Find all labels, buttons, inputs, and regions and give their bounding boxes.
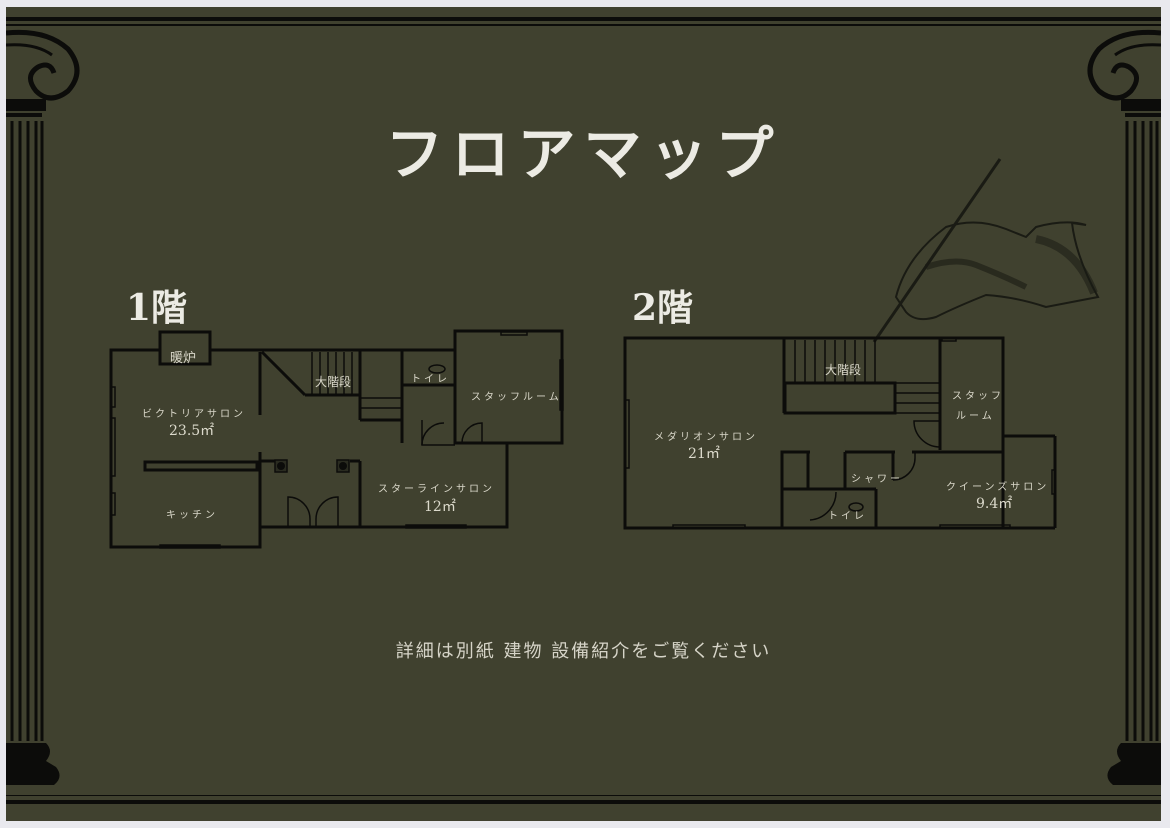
room-staff-room-2f-label-line2: ルーム [956,411,995,422]
room-shower-label: シャワー [851,474,903,485]
details-note: 詳細は別紙 建物 設備紹介をご覧ください [395,641,772,662]
bottom-border-rule [6,800,1161,804]
room-starline-salon-label: スターラインサロン [378,484,495,495]
room-medallion-salon-label: メダリオンサロン [654,432,758,443]
room-medallion-salon-area: 21㎡ [688,446,720,462]
room-queens-salon-area: 9.4㎡ [976,496,1013,512]
room-staff-room-1f-label: スタッフルーム [471,392,562,403]
room-toilet-2f-label: トイレ [828,511,867,522]
floor-plans-diagram [109,329,1057,549]
room-grand-staircase-2f-label: 大階段 [825,363,862,377]
room-grand-staircase-1f-label: 大階段 [315,375,352,389]
floor-map-page: フロアマップ 1階 2階 [6,7,1161,821]
floor-2-label: 2階 [632,287,694,329]
room-kitchen-label: キッチン [166,510,218,521]
room-starline-salon-area: 12㎡ [424,499,456,515]
room-staff-room-2f-label-line1: スタッフ [952,391,1004,402]
left-ionic-column-icon [6,29,80,785]
top-border-rule-thin [6,24,1161,26]
room-victorian-salon-area: 23.5㎡ [169,423,215,439]
floor-1-label: 1階 [126,287,188,329]
bottom-border-rule-thin [6,795,1161,796]
right-ionic-column-icon [1087,29,1161,785]
room-queens-salon-label: クイーンズサロン [946,482,1050,493]
room-victorian-salon-label: ビクトリアサロン [142,409,246,420]
page-title: フロアマップ [385,120,782,188]
room-toilet-1f-label: トイレ [411,374,450,385]
hand-with-pen-illustration-icon [872,158,1100,343]
top-border-rule [6,17,1161,21]
room-fireplace-label: 暖炉 [170,351,197,366]
